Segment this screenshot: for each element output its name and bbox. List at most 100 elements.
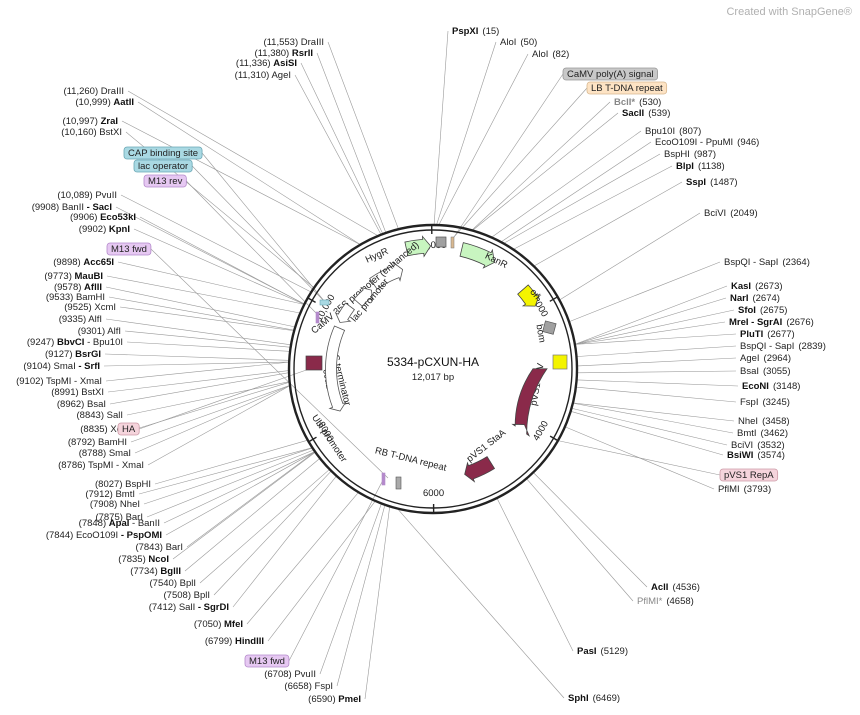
site-kasi: KasI(2673)	[731, 281, 783, 292]
leader-line	[107, 370, 289, 393]
site-label: SphI(6469)	[568, 693, 620, 704]
box-leader	[139, 367, 313, 430]
leader-line	[497, 498, 574, 652]
box-text: CaMV poly(A) signal	[567, 69, 654, 80]
box-bg	[106, 242, 152, 256]
site-label: (7843) BarI	[135, 542, 183, 553]
site-label: AloI(82)	[532, 49, 569, 60]
site-label: (7540) BplI	[150, 578, 196, 589]
site-label: SacII(539)	[622, 108, 670, 119]
leader-line	[473, 112, 619, 230]
site-label: MreI - SgrAI(2676)	[729, 317, 814, 328]
site-label: (8792) BamHI	[68, 437, 127, 448]
site-label: (8962) BsaI	[57, 399, 106, 410]
leader-lines	[103, 30, 739, 700]
site-label: (9533) BamHI	[46, 292, 105, 303]
site-bstxi: (8991) BstXI	[51, 387, 104, 398]
site-label: (9908) BanII - SacI	[32, 202, 112, 213]
box-leader	[451, 73, 564, 241]
leader-line	[186, 452, 315, 548]
leader-line	[121, 120, 360, 245]
site-label: (6708) PvuII	[264, 669, 316, 680]
leader-line	[154, 440, 307, 485]
site-label: FspI(3245)	[740, 397, 790, 408]
site-label: (9898) Acc65I	[53, 257, 114, 268]
leader-line	[575, 285, 728, 345]
site-acc65i: (9898) Acc65I	[53, 257, 114, 268]
site-maubi: (9773) MauBI	[44, 271, 103, 282]
box-camv-poly-a-signal: CaMV poly(A) signal	[562, 67, 658, 81]
snapgene-watermark: Created with SnapGene®	[726, 6, 852, 18]
site-label: (10,999) AatII	[75, 97, 134, 108]
site-bsai: BsaI(3055)	[740, 366, 790, 377]
site-banii-saci: (9908) BanII - SacI	[32, 202, 112, 213]
site-label: (9902) KpnI	[79, 224, 130, 235]
site-label: (7844) EcoO109I - PspOMI	[46, 530, 162, 541]
site-fspi: (6658) FspI	[284, 681, 333, 692]
site-bsphi: BspHI(987)	[664, 149, 716, 160]
leader-line	[126, 381, 289, 416]
hygr-arrow	[404, 235, 432, 258]
box-m13-fwd: M13 fwd	[244, 654, 290, 668]
box-text: M13 fwd	[249, 656, 285, 667]
box-text: CAP binding site	[128, 148, 198, 159]
site-pmei: (6590) PmeI	[308, 694, 361, 705]
site-label: (7050) MfeI	[194, 619, 243, 630]
site-label: (11,553) DraIII	[263, 37, 324, 48]
leader-line	[106, 275, 300, 314]
site-label: SfoI(2675)	[738, 305, 787, 316]
site-kpni: (9902) KpnI	[79, 224, 130, 235]
site-ncoi: (7835) NcoI	[118, 554, 169, 565]
leader-line	[573, 402, 735, 422]
leader-line	[108, 296, 294, 331]
site-sali-sgrdi: (7412) SalI - SgrDI	[149, 602, 229, 613]
leader-line	[133, 228, 304, 305]
leader-line	[146, 449, 314, 518]
site-asisi: (11,336) AsiSI	[236, 58, 297, 69]
leader-line	[138, 447, 312, 495]
leader-line	[294, 74, 381, 234]
leader-line	[134, 385, 290, 454]
site-bpu10i: Bpu10I(807)	[645, 126, 701, 137]
leader-line	[576, 386, 737, 403]
lac-operator-marker	[319, 299, 330, 306]
box-text: M13 fwd	[111, 244, 147, 255]
site-bpli: (7540) BplI	[150, 578, 196, 589]
box-lac-operator: lac operator	[133, 159, 193, 173]
site-label: (9127) BsrGI	[45, 349, 101, 360]
ubi-promoter-arrow	[325, 325, 347, 412]
site-label: PflMI(3793)	[718, 484, 771, 495]
site-sfoi: SfoI(2675)	[738, 305, 787, 316]
ccdb-box	[305, 355, 323, 371]
site-label: (9102) TspMI - XmaI	[16, 376, 102, 387]
camv-polya-marker	[435, 236, 447, 248]
site-bcli: BclI*(530)	[614, 97, 661, 108]
leader-line	[573, 403, 734, 434]
site-pluti: PluTI(2677)	[740, 329, 795, 340]
site-label: (6799) HindIII	[205, 636, 264, 647]
site-smai-srfi: (9104) SmaI - SrfI	[23, 361, 100, 372]
leader-line	[316, 52, 386, 233]
leader-line	[165, 451, 315, 536]
leader-line	[115, 206, 304, 304]
site-tspmi-xmai: (9102) TspMI - XmaI	[16, 376, 102, 387]
rb-t-dna-repeat-label: RB T-DNA repeat	[374, 445, 448, 473]
site-label: (9773) MauBI	[44, 271, 103, 282]
site-label: (9104) SmaI - SrfI	[23, 361, 100, 372]
leader-line	[120, 194, 311, 292]
site-label: (10,089) PvuII	[57, 190, 117, 201]
lb-tdna-marker	[450, 236, 455, 249]
bom-label: bom	[533, 324, 547, 344]
site-label: (7412) SalI - SgrDI	[149, 602, 229, 613]
leader-line	[137, 101, 360, 245]
tick-mark	[549, 435, 558, 441]
site-label: BmtI(3462)	[737, 428, 788, 439]
leader-line	[105, 286, 295, 328]
site-sacii: SacII(539)	[622, 108, 670, 119]
site-smai: (8788) SmaI	[79, 448, 131, 459]
site-fspi: FspI(3245)	[740, 397, 790, 408]
site-label: AloI(50)	[500, 37, 537, 48]
site-bsai: (8962) BsaI	[57, 399, 106, 410]
box-m13-rev: M13 rev	[143, 174, 187, 188]
